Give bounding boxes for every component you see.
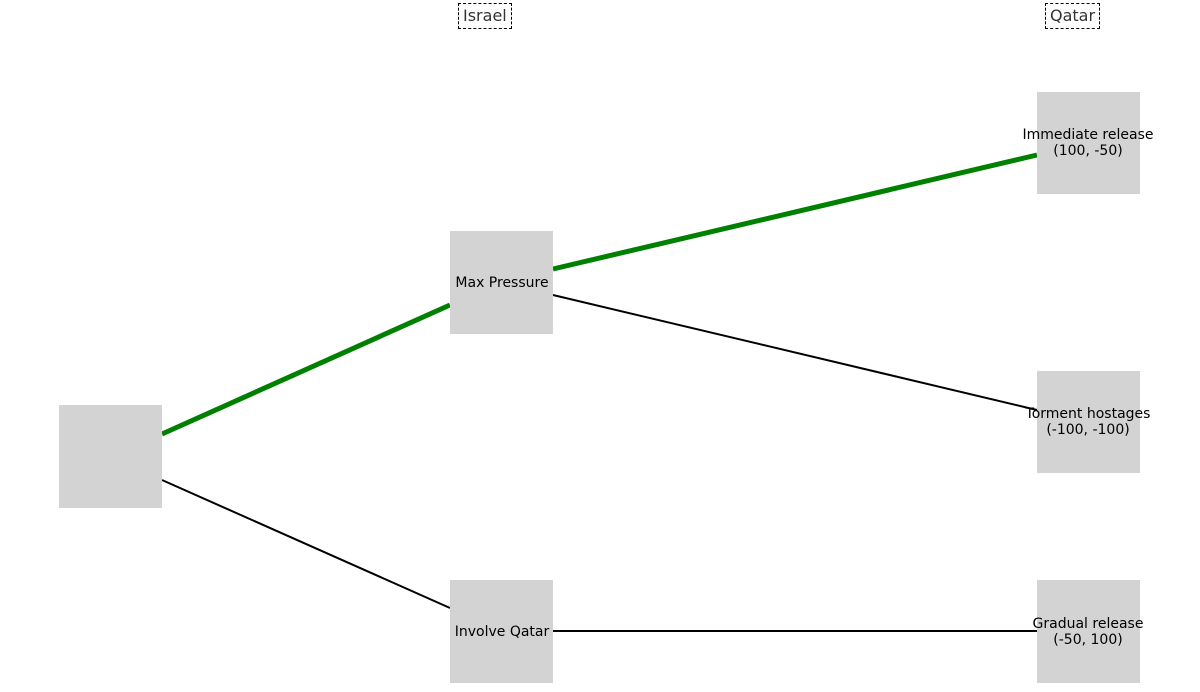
node-immediate-release-box (1037, 92, 1140, 194)
node-max-pressure-label: Max Pressure (455, 275, 548, 291)
node-torment-hostages-label: Torment hostages (1025, 406, 1151, 422)
node-involve-qatar-label: Involve Qatar (455, 624, 550, 640)
node-involve-qatar-box (450, 580, 553, 683)
edge-max-pressure-immediate-release (552, 152, 1038, 272)
node-root-box (59, 405, 162, 508)
edges-layer (160, 152, 1038, 632)
node-gradual-release-payoff: (-50, 100) (1053, 632, 1122, 648)
node-torment-hostages[interactable]: Torment hostages (-100, -100) (1025, 371, 1151, 473)
nodes-layer: Max Pressure Involve Qatar Immediate rel… (59, 92, 1153, 683)
player-label-israel: Israel (458, 3, 512, 29)
node-involve-qatar[interactable]: Involve Qatar (450, 580, 553, 683)
node-immediate-release-payoff: (100, -50) (1053, 143, 1122, 159)
edge-root-max-pressure (160, 302, 452, 437)
node-max-pressure-box (450, 231, 553, 334)
node-immediate-release[interactable]: Immediate release (100, -50) (1023, 92, 1154, 194)
node-torment-hostages-payoff: (-100, -100) (1046, 422, 1129, 438)
edge-max-pressure-torment-hostages (552, 294, 1038, 411)
node-gradual-release-box (1037, 580, 1140, 683)
node-immediate-release-label: Immediate release (1023, 127, 1154, 143)
player-label-qatar: Qatar (1045, 3, 1101, 29)
node-root[interactable] (59, 405, 162, 508)
node-torment-hostages-box (1037, 371, 1140, 473)
node-gradual-release[interactable]: Gradual release (-50, 100) (1033, 580, 1144, 683)
edge-root-involve-qatar (161, 479, 451, 609)
node-gradual-release-label: Gradual release (1033, 616, 1144, 632)
node-max-pressure[interactable]: Max Pressure (450, 231, 553, 334)
